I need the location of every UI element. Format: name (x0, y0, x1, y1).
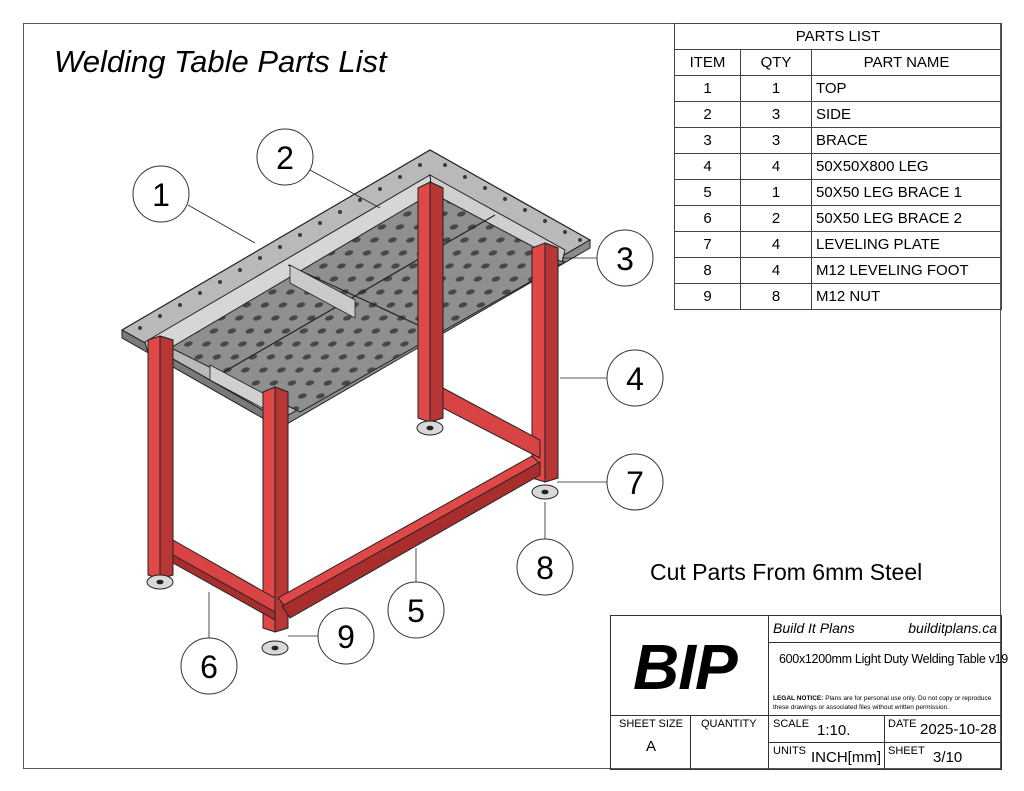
item-cell: 8 (674, 257, 741, 284)
table-top-part-1 (120, 149, 592, 429)
drawing-title-cell: 600x1200mm Light Duty Welding Table v19 … (769, 643, 1008, 716)
sheet-size-value: A (646, 738, 657, 755)
svg-text:8: 8 (536, 550, 554, 586)
quantity-label: QUANTITY (701, 718, 757, 730)
sheet-size-label: SHEET SIZE (619, 718, 683, 730)
scale-label: SCALE (773, 718, 810, 730)
svg-text:4: 4 (626, 361, 644, 397)
leader-lines (187, 169, 608, 640)
legal-notice-text: Plans are for personal use only. Do not … (773, 695, 992, 711)
company-website: builditplans.ca (908, 620, 997, 636)
qty-cell: 4 (740, 153, 812, 180)
balloon-5: 5 (387, 581, 445, 639)
material-note: Cut Parts From 6mm Steel (650, 559, 923, 585)
svg-text:7: 7 (626, 465, 644, 501)
legs-part-4 (147, 181, 559, 633)
qty-cell: 8 (740, 283, 812, 310)
drawing-border (23, 23, 1001, 769)
svg-text:9: 9 (337, 619, 355, 655)
part-name-cell: LEVELING PLATE (811, 231, 1002, 258)
bip-logo: BIP (633, 631, 738, 703)
date-cell: DATE 2025-10-28 (885, 716, 1001, 743)
part-name-cell: M12 NUT (811, 283, 1002, 310)
scale-cell: SCALE 1:10. (769, 716, 885, 743)
balloon-1: 1 (132, 165, 190, 223)
units-label: UNITS (773, 745, 806, 757)
company-cell: Build It Plans builditplans.ca (769, 616, 1001, 643)
balloon-6: 6 (180, 637, 238, 695)
part-name-cell: BRACE (811, 127, 1002, 154)
sheet-label: SHEET (888, 745, 925, 757)
drawing-title: 600x1200mm Light Duty Welding Table v19 (779, 652, 1008, 666)
legal-notice-label: LEGAL NOTICE: (773, 695, 824, 702)
qty-cell: 2 (740, 205, 812, 232)
item-cell: 4 (674, 153, 741, 180)
leveling-feet-part-8 (146, 420, 559, 656)
date-label: DATE (888, 718, 917, 730)
company-name: Build It Plans (773, 620, 855, 636)
date-value: 2025-10-28 (920, 721, 997, 738)
sheet-value: 3/10 (933, 749, 963, 766)
item-cell: 9 (674, 283, 741, 310)
balloon-7: 7 (606, 453, 664, 511)
scale-value: 1:10. (817, 722, 851, 739)
units-value: INCH[mm] (811, 749, 881, 766)
balloon-8: 8 (516, 538, 574, 596)
balloon-2: 2 (256, 128, 314, 186)
svg-text:3: 3 (616, 241, 634, 277)
balloon-4: 4 (606, 349, 664, 407)
quantity-cell: QUANTITY (691, 716, 769, 770)
page-title: Welding Table Parts List (54, 44, 387, 79)
svg-text:6: 6 (200, 649, 218, 685)
item-cell: 2 (674, 101, 741, 128)
sheet-cell: SHEET 3/10 (885, 743, 1001, 770)
units-cell: UNITS INCH[mm] (769, 743, 885, 770)
part-name-cell: 50X50 LEG BRACE 2 (811, 205, 1002, 232)
svg-text:1: 1 (152, 177, 170, 213)
svg-text:2: 2 (276, 140, 294, 176)
part-name-cell: TOP (811, 75, 1002, 102)
balloon-9: 9 (317, 607, 375, 665)
legal-notice: LEGAL NOTICE: Plans are for personal use… (773, 694, 999, 712)
part-name-cell: 50X50X800 LEG (811, 153, 1002, 180)
logo-cell: BIP (611, 616, 769, 716)
title-block: BIP Build It Plans builditplans.ca 600x1… (610, 615, 1008, 770)
item-cell: 6 (674, 205, 741, 232)
part-name-cell: 50X50 LEG BRACE 1 (811, 179, 1002, 206)
balloon-3: 3 (596, 229, 654, 287)
svg-text:5: 5 (407, 593, 425, 629)
leg-braces (172, 387, 541, 621)
column-header-qty: QTY (740, 49, 812, 76)
sheet-size-cell: SHEET SIZE A (611, 716, 691, 770)
